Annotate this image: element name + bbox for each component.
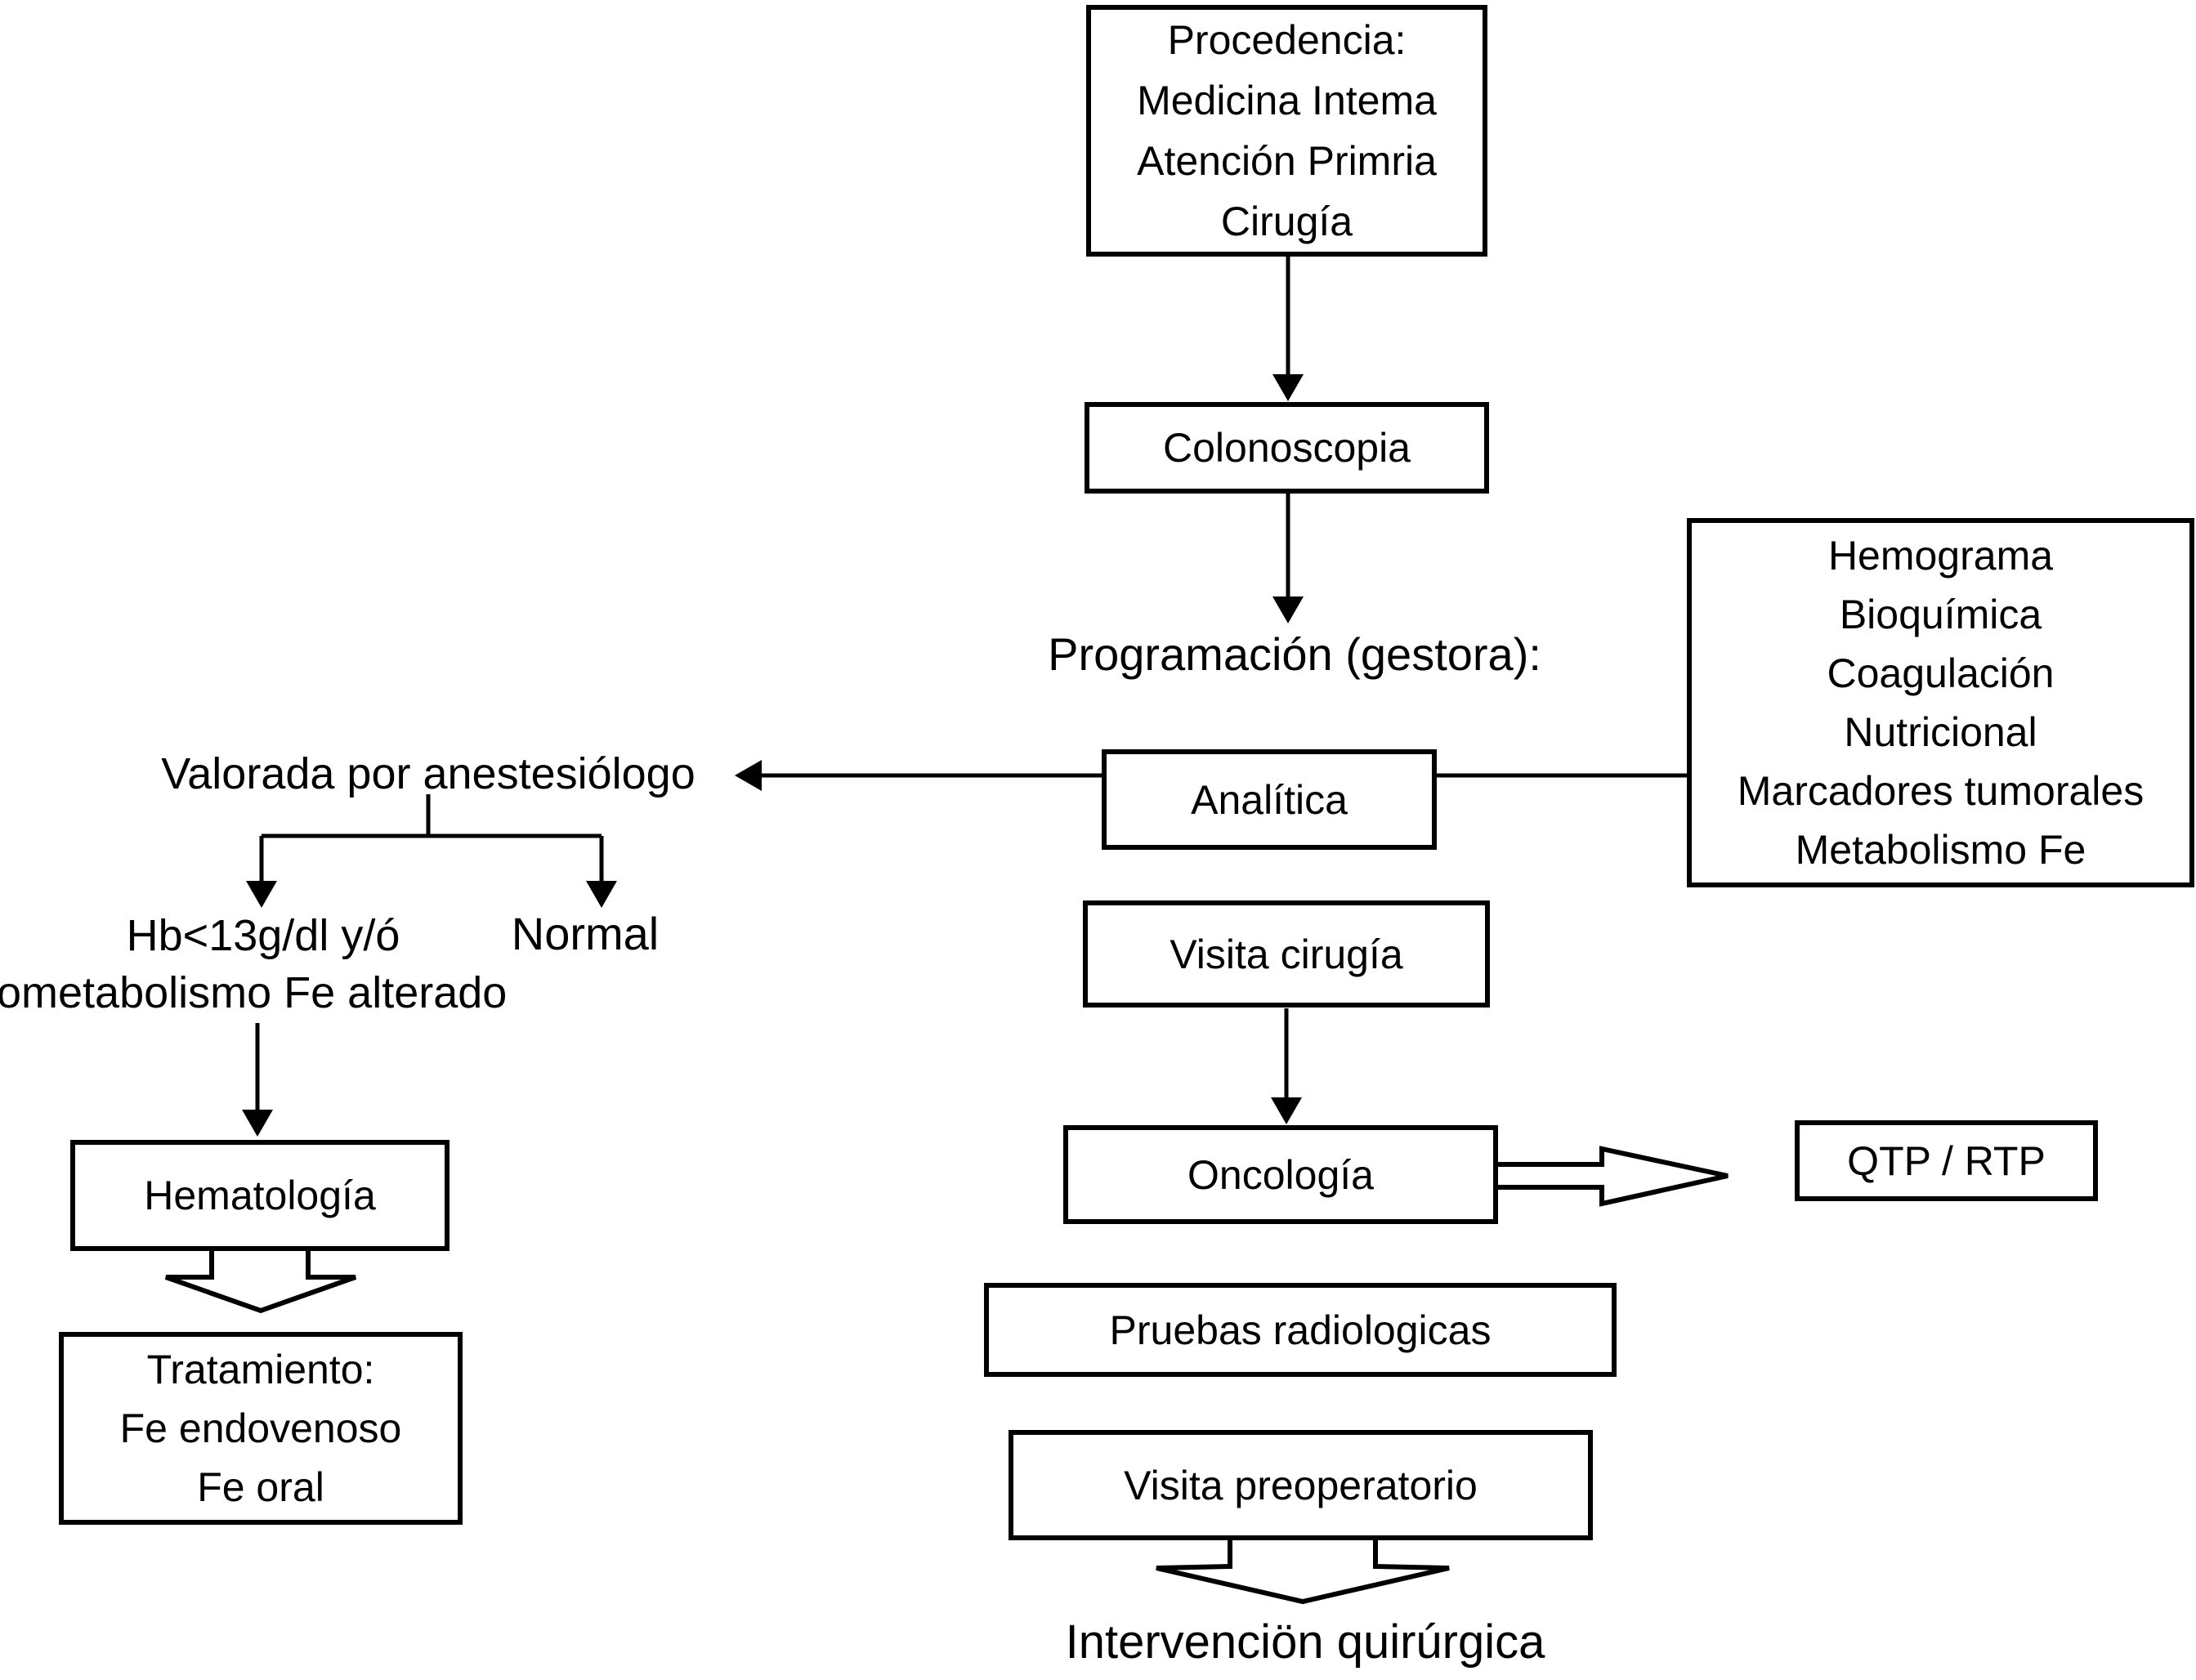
label-intervencion-quirurgica: Intervenciön quirúrgica — [1065, 1615, 1545, 1669]
node-colonoscopia-label: Colonoscopia — [1163, 425, 1411, 471]
arrowhead-oncologia — [1271, 1097, 1302, 1124]
node-analitica-detalle-line: Hemograma — [1827, 533, 2054, 579]
node-analitica-detalle-line: Coagulación — [1827, 650, 2055, 696]
node-pruebas-radiologicas-label: Pruebas radiologicas — [1109, 1307, 1492, 1353]
label-programacion-gestora: Programación (gestora): — [1048, 628, 1541, 680]
node-tratamiento: Tratamiento: Fe endovenoso Fe oral — [59, 1332, 463, 1525]
node-analitica-detalle-line: Marcadores tumorales — [1737, 768, 2145, 814]
arrowhead-colonoscopia — [1272, 374, 1304, 401]
node-analitica-detalle-line: Metabolismo Fe — [1795, 827, 2086, 873]
node-visita-preoperatorio: Visita preoperatorio — [1009, 1430, 1593, 1540]
node-qtp-rtp-label: QTP / RTP — [1847, 1137, 2046, 1184]
node-procedencia: Procedencia: Medicina Intema Atención Pr… — [1086, 5, 1487, 257]
node-oncologia-label: Oncología — [1187, 1151, 1374, 1198]
node-tratamiento-line: Tratamiento: — [146, 1347, 375, 1392]
arrowhead-programacion — [1272, 596, 1304, 623]
arrowhead-hb-baja — [246, 881, 277, 908]
arrowhead-normal — [586, 881, 617, 908]
node-procedencia-line: Atención Primria — [1137, 138, 1437, 184]
node-analitica-detalle-line: Bioquímica — [1839, 592, 2042, 637]
label-hb-baja-linea1: Hb<13g/dl y/ó — [126, 911, 400, 960]
block-arrow-hematologia-to-tratamiento — [165, 1251, 356, 1314]
node-colonoscopia: Colonoscopia — [1085, 402, 1489, 494]
node-analitica-detalle: Hemograma Bioquímica Coagulación Nutrici… — [1687, 518, 2194, 887]
block-arrow-oncologia-to-qtp — [1498, 1146, 1729, 1207]
node-hematologia-label: Hematología — [144, 1173, 376, 1218]
node-procedencia-line: Medicina Intema — [1137, 78, 1437, 123]
node-analitica-label: Analítica — [1191, 776, 1348, 823]
label-hb-baja-linea2: ometabolismo Fe alterado — [0, 968, 508, 1017]
arrowhead-valorada — [735, 760, 762, 791]
node-qtp-rtp: QTP / RTP — [1795, 1120, 2098, 1201]
node-visita-preoperatorio-label: Visita preoperatorio — [1124, 1462, 1478, 1508]
arrowhead-hematologia — [242, 1110, 273, 1137]
node-visita-cirugia: Visita cirugía — [1083, 900, 1490, 1008]
node-oncologia: Oncología — [1063, 1125, 1498, 1224]
node-procedencia-line: Procedencia: — [1167, 17, 1407, 63]
node-analitica: Analítica — [1102, 749, 1437, 850]
label-normal: Normal — [511, 908, 660, 959]
node-analitica-detalle-line: Nutricional — [1844, 709, 2037, 755]
label-valorada-por-anestesiologo: Valorada por anestesiólogo — [161, 749, 695, 798]
node-visita-cirugia-label: Visita cirugía — [1170, 931, 1403, 977]
node-pruebas-radiologicas: Pruebas radiologicas — [984, 1283, 1617, 1377]
node-tratamiento-line: Fe oral — [197, 1464, 324, 1510]
node-tratamiento-line: Fe endovenoso — [119, 1405, 402, 1451]
node-hematologia: Hematología — [70, 1140, 449, 1251]
node-procedencia-line: Cirugía — [1220, 199, 1353, 244]
block-arrow-preop-to-intervencion — [1156, 1540, 1450, 1605]
